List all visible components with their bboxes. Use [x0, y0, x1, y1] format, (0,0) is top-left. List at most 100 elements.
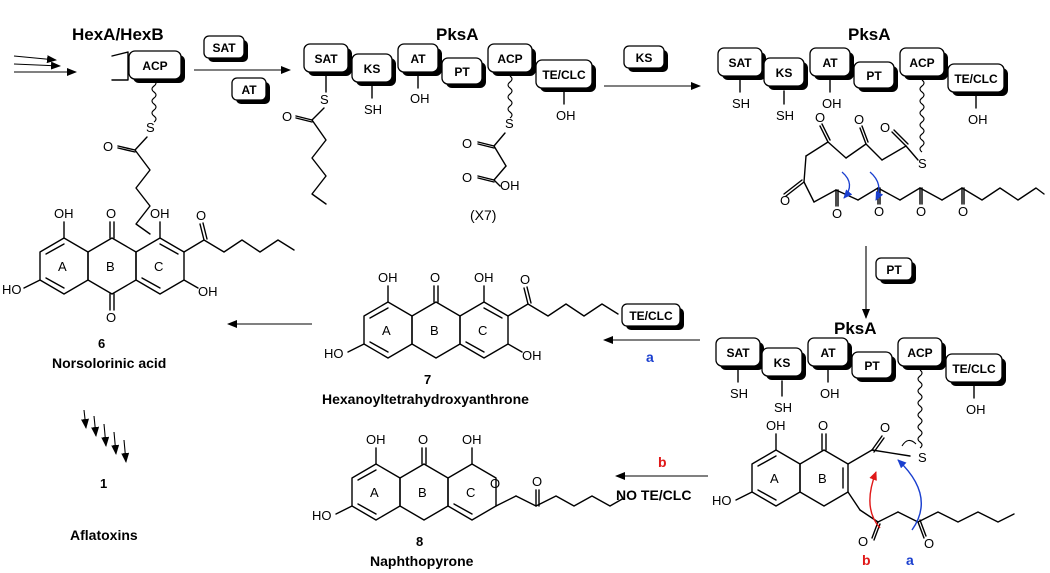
step-at-label: AT: [241, 83, 257, 97]
c8-o-top: O: [418, 432, 428, 447]
int-label-a: a: [906, 552, 914, 568]
pksa1-acp-s: S: [505, 116, 514, 131]
pksa3-at: AT: [820, 346, 836, 360]
pksa2-te-oh: OH: [968, 112, 988, 127]
pksa1-mal-o1: O: [462, 136, 472, 151]
pksa3-te-oh: OH: [966, 402, 986, 417]
c6-o-bottom: O: [106, 310, 116, 325]
int-ring-b: B: [818, 471, 827, 486]
pk-o4: O: [780, 193, 790, 208]
c7-ring-c: C: [478, 323, 487, 338]
c7-oh-2: OH: [474, 270, 494, 285]
arrow-label-a: a: [646, 349, 654, 365]
pk-o2: O: [854, 112, 864, 127]
c6-ring-a: A: [58, 259, 67, 274]
c6-ho: HO: [2, 282, 22, 297]
compound-7-name: Hexanoyltetrahydroxyanthrone: [322, 391, 529, 407]
int-o-a: O: [924, 536, 934, 551]
step-te-clc-a: TE/CLC a: [603, 303, 700, 365]
pk-o8: O: [958, 204, 968, 219]
pksa3-sat-sh: SH: [730, 386, 748, 401]
int-o-b: O: [858, 534, 868, 549]
int-label-b: b: [862, 552, 871, 568]
c7-ring-a: A: [382, 323, 391, 338]
pksa3-acp-s: S: [918, 450, 927, 465]
pk-o3: O: [815, 110, 825, 125]
pksa1-ks-sh: SH: [364, 102, 382, 117]
c6-oh-2: OH: [150, 206, 170, 221]
pksa-title-3: PksA: [834, 319, 877, 338]
pksa3-sat: SAT: [726, 346, 750, 360]
c7-o: O: [430, 270, 440, 285]
pksa1-hex-o: O: [282, 109, 292, 124]
pksa2-ks: KS: [776, 66, 793, 80]
c8-ring-c: C: [466, 485, 475, 500]
c8-oh-2: OH: [462, 432, 482, 447]
step-ks-label: KS: [636, 51, 653, 65]
step-ks: KS: [604, 45, 701, 90]
pksa2-teclc: TE/CLC: [954, 72, 998, 86]
step-sat-at: SAT AT: [194, 35, 291, 104]
pksa1-mal-oh: OH: [500, 178, 520, 193]
step-pt: PT: [862, 246, 916, 319]
c7-acyl-o: O: [520, 272, 530, 287]
pk-o7: O: [916, 204, 926, 219]
c6-acyl-o: O: [196, 208, 206, 223]
pksa2-acp: ACP: [909, 56, 934, 70]
pksa2-acp-s: S: [918, 156, 927, 171]
c7-oh-1: OH: [378, 270, 398, 285]
hexab-acp-domain: [128, 50, 182, 80]
pksa1-mal-o2: O: [462, 170, 472, 185]
multistep-arrows-left: [13, 55, 77, 76]
step-teclc-label: TE/CLC: [629, 309, 673, 323]
pksa1-sat-s: S: [320, 92, 329, 107]
compound-6-number: 6: [98, 336, 105, 351]
hexab-title: HexA/HexB: [72, 25, 164, 44]
pksa3-ks-sh: SH: [774, 400, 792, 415]
compound-1-name: Aflatoxins: [70, 527, 138, 543]
hexab-carbonyl-o: O: [103, 139, 113, 154]
pksa-2-enzyme: SAT KS AT PT ACP TE/CLC SH SH OH OH S O …: [717, 47, 1045, 221]
pksa3-pt: PT: [864, 359, 880, 373]
pksa1-at: AT: [410, 52, 426, 66]
pk-o1: O: [880, 120, 890, 135]
pksa-3-enzyme: SAT KS AT PT ACP TE/CLC SH SH OH OH S A …: [712, 337, 1015, 568]
pksa1-ks: KS: [364, 62, 381, 76]
compound-8-number: 8: [416, 534, 423, 549]
pksa1-te-oh: OH: [556, 108, 576, 123]
pksa3-at-oh: OH: [820, 386, 840, 401]
int-ho-left: HO: [712, 493, 732, 508]
c8-ring-a: A: [370, 485, 379, 500]
pk-o5: O: [832, 206, 842, 221]
c7-ring-b: B: [430, 323, 439, 338]
arrow-label-b: b: [658, 454, 667, 470]
c8-ring-o: O: [490, 476, 500, 491]
pksa1-acp: ACP: [497, 52, 522, 66]
pksa-title-1: PksA: [436, 25, 479, 44]
no-te-clc-label: NO TE/CLC: [616, 487, 691, 503]
compound-6: A B C OH O OH O HO OH O 6 Norsolorinic a…: [2, 206, 295, 371]
c7-oh-3: OH: [522, 348, 542, 363]
compound-7: A B C OH O OH HO OH O 7 Hexanoyltetrahyd…: [322, 270, 619, 407]
pk-o6: O: [874, 204, 884, 219]
compound-8-name: Naphthopyrone: [370, 553, 474, 569]
pksa1-sat: SAT: [314, 52, 338, 66]
pksa3-teclc: TE/CLC: [952, 362, 996, 376]
pksa2-sat: SAT: [728, 56, 752, 70]
pksa2-sat-sh: SH: [732, 96, 750, 111]
pksa2-at-oh: OH: [822, 96, 842, 111]
pksa2-at: AT: [822, 56, 838, 70]
pksa3-acp: ACP: [907, 346, 932, 360]
multistep-arrows-6-to-1: [81, 409, 130, 463]
pksa3-ks: KS: [774, 356, 791, 370]
hexab-sulfur: S: [146, 120, 155, 135]
compound-1-number: 1: [100, 476, 107, 491]
int-ring-a: A: [770, 471, 779, 486]
hexab-enzyme: ACP S O: [103, 50, 185, 235]
step-no-te-clc-b: b NO TE/CLC: [615, 454, 708, 503]
pksa2-pt: PT: [866, 69, 882, 83]
int-thioester-o: O: [880, 420, 890, 435]
int-o-top: O: [818, 418, 828, 433]
c6-ring-c: C: [154, 259, 163, 274]
